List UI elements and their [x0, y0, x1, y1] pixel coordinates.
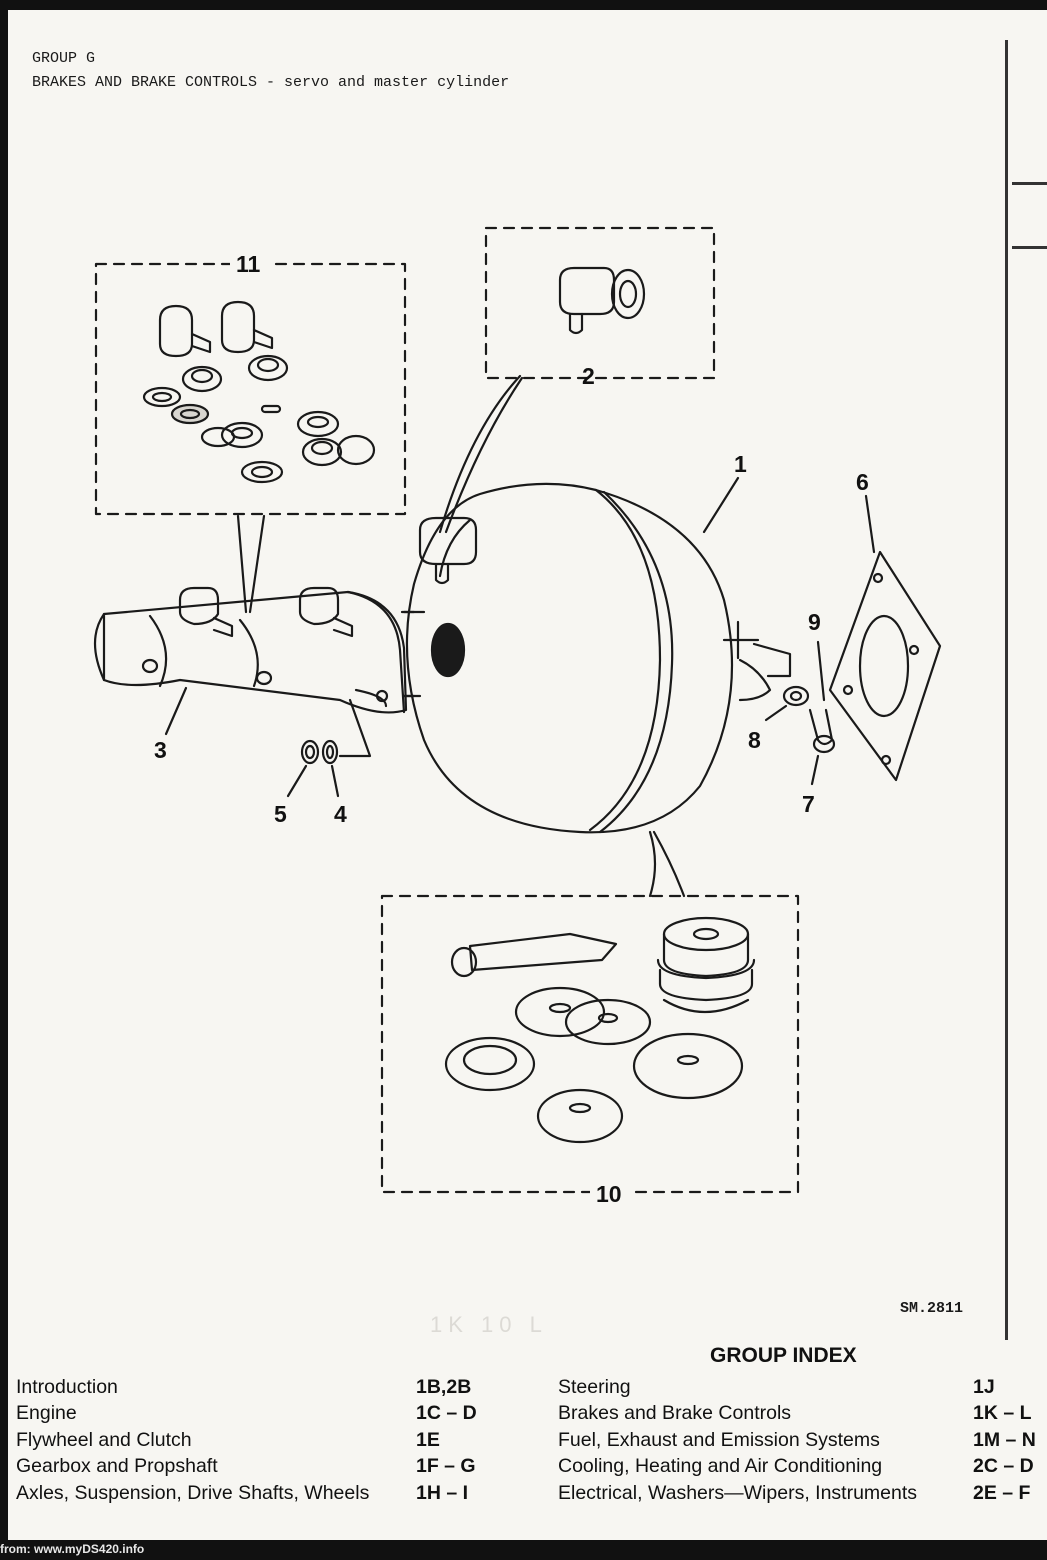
- index-code: 1C – D: [416, 1402, 477, 1425]
- master-cylinder: [94, 586, 426, 714]
- servo-booster: [400, 482, 792, 834]
- box-11-outline: [94, 262, 407, 516]
- index-row[interactable]: Brakes and Brake Controls 1K – L: [558, 1401, 1047, 1428]
- callout-11: 11: [236, 251, 261, 277]
- group-heading: GROUP G: [32, 50, 96, 67]
- leader-10: [648, 830, 657, 898]
- index-label: Introduction: [16, 1375, 118, 1398]
- clevis-pin-parts: [782, 640, 836, 754]
- callout-6: 6: [856, 469, 869, 495]
- index-label: Axles, Suspension, Drive Shafts, Wheels: [16, 1481, 370, 1504]
- callout-10: 10: [596, 1181, 622, 1207]
- group-index: GROUP INDEX Introduction 1B,2B Engine 1C –…: [8, 1338, 1047, 1538]
- leader-6: [864, 494, 876, 554]
- manual-page: [8, 10, 1047, 1540]
- index-row[interactable]: Axles, Suspension, Drive Shafts, Wheels 1…: [16, 1480, 496, 1507]
- callout-8: 8: [748, 727, 761, 753]
- callout-1: 1: [734, 451, 747, 477]
- leader-11: [236, 514, 248, 614]
- leader-5: [286, 764, 308, 798]
- index-code: 1E: [416, 1428, 440, 1451]
- index-label: Flywheel and Clutch: [16, 1428, 192, 1451]
- leader-4: [330, 764, 340, 798]
- index-code: 2E – F: [973, 1481, 1031, 1504]
- overhaul-kit-parts: [444, 916, 756, 1144]
- group-index-title: GROUP INDEX: [710, 1344, 857, 1367]
- leader-1: [702, 476, 740, 534]
- group-index-left-column: Introduction 1B,2B Engine 1C – D Flywheel …: [16, 1374, 496, 1507]
- index-code: 1B,2B: [416, 1375, 472, 1398]
- index-row[interactable]: Introduction 1B,2B: [16, 1374, 496, 1401]
- callout-9: 9: [808, 609, 821, 635]
- page-edge-rule: [1005, 40, 1008, 1340]
- index-label: Cooling, Heating and Air Conditioning: [558, 1455, 883, 1478]
- index-label: Fuel, Exhaust and Emission Systems: [558, 1428, 880, 1451]
- callout-7: 7: [802, 791, 815, 817]
- box-10-outline: [380, 894, 800, 1194]
- seal-kit-parts: [142, 300, 376, 484]
- leader-11b: [248, 514, 266, 614]
- callout-3: 3: [154, 737, 167, 763]
- index-row[interactable]: Fuel, Exhaust and Emission Systems 1M – N: [558, 1427, 1047, 1454]
- index-row[interactable]: Cooling, Heating and Air Conditioning 2C …: [558, 1454, 1047, 1481]
- servo-gasket: [828, 550, 942, 782]
- index-code: 1H – I: [416, 1481, 469, 1504]
- leader-8: [764, 704, 788, 722]
- index-row[interactable]: Engine 1C – D: [16, 1401, 496, 1428]
- box-2-outline: [484, 226, 716, 380]
- index-label: Steering: [558, 1375, 631, 1398]
- leader-4-5-bracket: [338, 698, 372, 758]
- group-index-right-column: Steering 1J Brakes and Brake Controls 1K –…: [558, 1374, 1047, 1507]
- source-footer: from: www.myDS420.info: [0, 1542, 145, 1556]
- page-edge-tick: [1012, 246, 1047, 249]
- index-code: 1K – L: [973, 1402, 1032, 1425]
- index-label: Brakes and Brake Controls: [558, 1402, 792, 1425]
- index-code: 1J: [973, 1375, 995, 1398]
- index-row[interactable]: Steering 1J: [558, 1374, 1047, 1401]
- index-label: Engine: [16, 1402, 77, 1425]
- leader-2: [438, 374, 522, 534]
- drawing-reference: SM.2811: [900, 1300, 964, 1317]
- faint-microfiche-mark: 1K 10 L: [430, 1312, 548, 1337]
- index-row[interactable]: Flywheel and Clutch 1E: [16, 1427, 496, 1454]
- callout-5: 5: [274, 801, 287, 827]
- page-title: BRAKES AND BRAKE CONTROLS - servo and ma…: [32, 74, 510, 91]
- index-code: 2C – D: [973, 1455, 1034, 1478]
- leader-2b: [444, 376, 524, 534]
- index-code: 1F – G: [416, 1455, 476, 1478]
- callout-4: 4: [334, 801, 347, 827]
- index-code: 1M – N: [973, 1428, 1036, 1451]
- page-edge-tick: [1012, 182, 1047, 185]
- nut-washer-parts: [300, 739, 339, 765]
- index-label: Electrical, Washers—Wipers, Instruments: [558, 1481, 918, 1504]
- leader-7: [810, 754, 820, 786]
- index-row[interactable]: Gearbox and Propshaft 1F – G: [16, 1454, 496, 1481]
- index-row[interactable]: Electrical, Washers—Wipers, Instruments 2…: [558, 1480, 1047, 1507]
- check-valve-part: [558, 266, 646, 335]
- index-label: Gearbox and Propshaft: [16, 1455, 218, 1478]
- leader-10b: [652, 830, 686, 898]
- callout-2: 2: [582, 363, 595, 389]
- leader-3: [164, 686, 188, 736]
